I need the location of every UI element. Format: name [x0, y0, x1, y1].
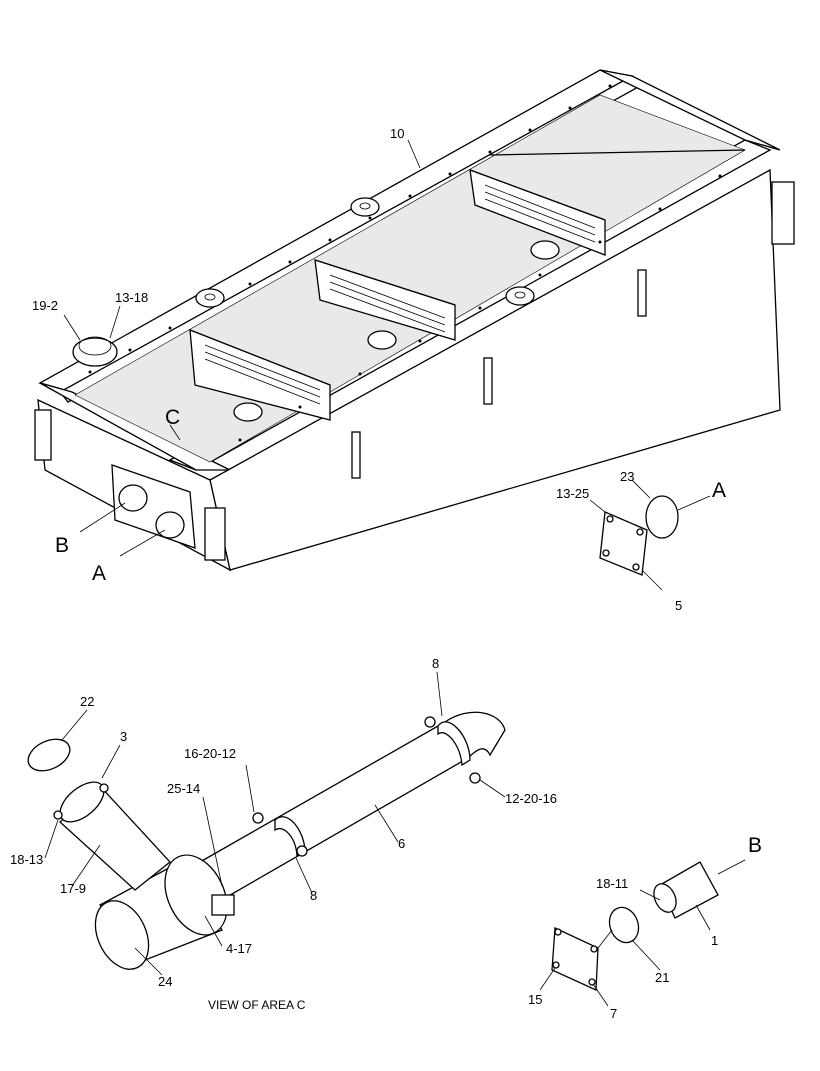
area-c-piping: [27, 711, 506, 970]
callout-19-2: 19-2: [32, 298, 58, 313]
outlet-24: [94, 900, 150, 970]
tube-plate-7: [551, 927, 599, 991]
leader-lines-tube: [539, 859, 746, 1007]
leader-lines-top: [63, 139, 711, 591]
tube-end: [653, 883, 677, 913]
tube-assembly: [551, 861, 719, 991]
callouts: 10 19-2 13-18 C B A 23 13-25 A 5 8 22 3 …: [10, 126, 762, 1021]
tank-frame-assembly: [34, 69, 795, 572]
callout-8-top: 8: [432, 656, 439, 671]
main-pipe: [199, 721, 469, 899]
callout-1: 1: [711, 933, 718, 948]
callout-17-9: 17-9: [60, 881, 86, 896]
interior-fitting-1: [233, 402, 263, 422]
callout-5: 5: [675, 598, 682, 613]
callout-c: C: [165, 406, 180, 429]
callout-3: 3: [120, 729, 127, 744]
callout-a-cover: A: [712, 479, 726, 502]
leader-lines-lower: [44, 671, 506, 976]
mount-block: [211, 894, 235, 916]
filler-cap: [72, 337, 118, 367]
callout-25-14: 25-14: [167, 781, 200, 796]
clamp-top: [437, 721, 471, 767]
callout-21: 21: [655, 970, 669, 985]
wall-hatching: [204, 184, 596, 405]
interior-fitting-2: [367, 330, 397, 350]
end-pad-left: [34, 409, 52, 461]
end-pad-right: [204, 507, 226, 561]
right-end-rail: [599, 69, 781, 151]
wall-face-2: [314, 259, 456, 341]
rear-bracket: [771, 181, 795, 245]
compartment-top: [489, 149, 746, 156]
callout-4-17: 4-17: [226, 941, 252, 956]
tube-gasket-21: [608, 906, 640, 944]
callout-6: 6: [398, 836, 405, 851]
cover-plate-assembly: [599, 495, 679, 576]
cover-gasket: [645, 495, 679, 539]
lifting-lugs: [195, 197, 535, 308]
callout-13-18: 13-18: [115, 290, 148, 305]
callout-15: 15: [528, 992, 542, 1007]
callout-7: 7: [610, 1006, 617, 1021]
callout-18-11: 18-11: [596, 876, 628, 891]
callout-16-20-12: 16-20-12: [184, 746, 236, 761]
port-b: [118, 484, 148, 512]
callout-24: 24: [158, 974, 172, 989]
callout-b-port: B: [55, 534, 69, 557]
cover-plate: [599, 511, 648, 576]
callout-8-mid: 8: [310, 888, 317, 903]
callout-23: 23: [620, 469, 634, 484]
side-slots: [351, 269, 647, 479]
callout-b-tube: B: [748, 834, 762, 857]
callout-18-13: 18-13: [10, 852, 43, 867]
callout-12-20-16: 12-20-16: [505, 791, 557, 806]
view-caption: VIEW OF AREA C: [208, 998, 306, 1012]
filler-cap-top: [78, 336, 112, 356]
callout-22: 22: [80, 694, 94, 709]
callout-13-25: 13-25: [556, 486, 589, 501]
callout-a-port: A: [92, 562, 106, 585]
port-a: [155, 511, 185, 539]
pipe-elbow: [444, 711, 506, 760]
branch-gasket-22: [27, 738, 71, 772]
interior-fitting-3: [530, 240, 560, 260]
callout-10: 10: [390, 126, 404, 141]
